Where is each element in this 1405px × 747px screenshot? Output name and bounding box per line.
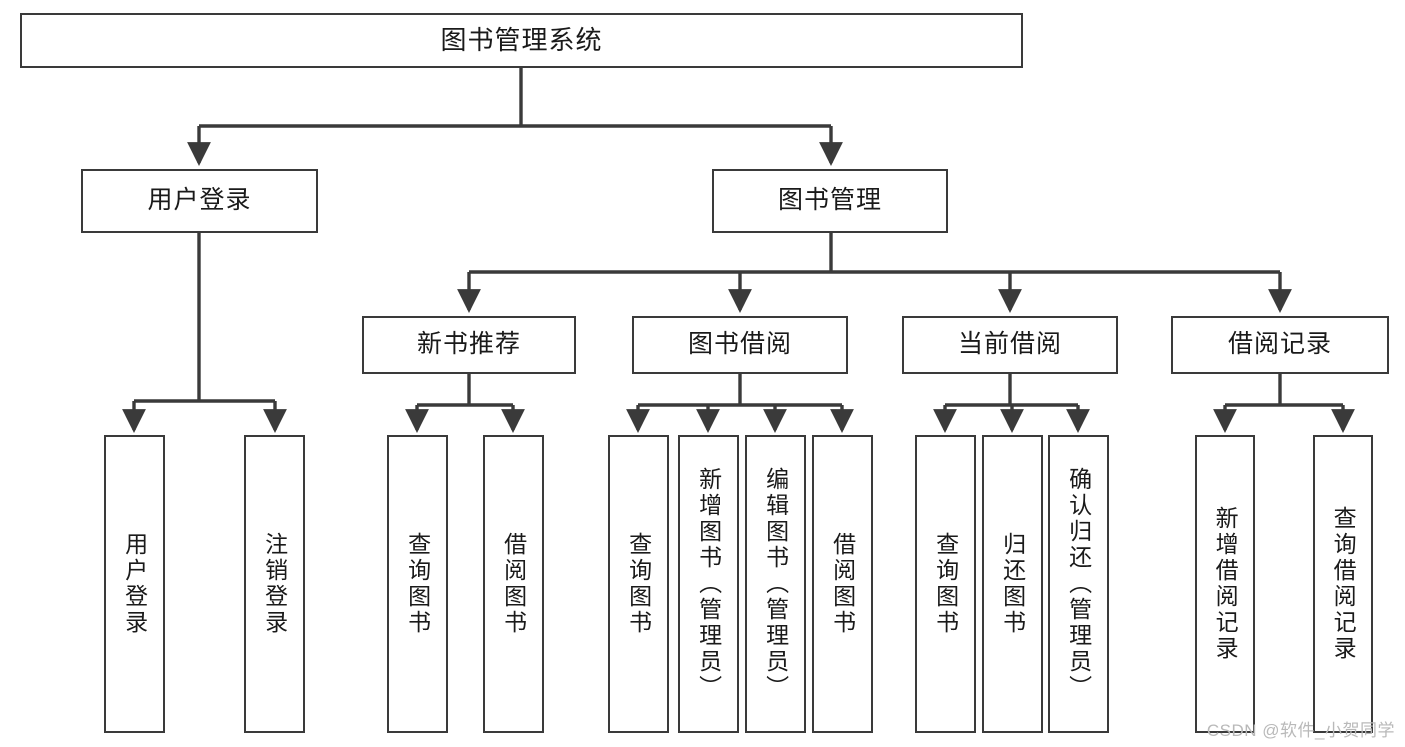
leaf-record-add-borrow-record[interactable]: 新增借阅记录 (1195, 435, 1255, 733)
node-user-login-branch-label: 用户登录 (147, 186, 252, 215)
node-book-management-branch[interactable]: 图书管理 (712, 169, 948, 233)
node-current-borrow[interactable]: 当前借阅 (902, 316, 1118, 374)
leaf-user-login-label: 用户登录 (121, 532, 148, 636)
node-new-book-recommend[interactable]: 新书推荐 (362, 316, 576, 374)
leaf-borrow-borrow-book[interactable]: 借阅图书 (812, 435, 873, 733)
leaf-current-confirm-return-admin[interactable]: 确认归还（管理员） (1048, 435, 1109, 733)
watermark: CSDN @软件_小贺同学 (1206, 721, 1395, 740)
node-root-system[interactable]: 图书管理系统 (20, 13, 1023, 68)
leaf-record-query-borrow-record-label: 查询借阅记录 (1330, 506, 1357, 662)
node-user-login-branch[interactable]: 用户登录 (81, 169, 318, 233)
leaf-user-logout[interactable]: 注销登录 (244, 435, 305, 733)
leaf-record-query-borrow-record[interactable]: 查询借阅记录 (1313, 435, 1373, 733)
leaf-borrow-edit-book-admin[interactable]: 编辑图书（管理员） (745, 435, 806, 733)
node-new-book-recommend-label: 新书推荐 (416, 330, 521, 359)
node-book-borrow-label: 图书借阅 (687, 330, 792, 359)
leaf-borrow-borrow-book-label: 借阅图书 (829, 532, 856, 636)
node-book-management-branch-label: 图书管理 (777, 186, 882, 215)
leaf-current-return-book-label: 归还图书 (999, 532, 1026, 636)
leaf-recommend-query-book-label: 查询图书 (404, 532, 431, 636)
node-current-borrow-label: 当前借阅 (957, 330, 1062, 359)
leaf-record-add-borrow-record-label: 新增借阅记录 (1212, 506, 1239, 662)
node-book-borrow[interactable]: 图书借阅 (632, 316, 848, 374)
leaf-current-return-book[interactable]: 归还图书 (982, 435, 1043, 733)
leaf-current-confirm-return-admin-label: 确认归还（管理员） (1065, 467, 1092, 701)
leaf-recommend-borrow-book-label: 借阅图书 (500, 532, 527, 636)
node-borrow-record[interactable]: 借阅记录 (1171, 316, 1389, 374)
leaf-borrow-query-book[interactable]: 查询图书 (608, 435, 669, 733)
leaf-borrow-add-book-admin[interactable]: 新增图书（管理员） (678, 435, 739, 733)
node-root-system-label: 图书管理系统 (440, 25, 603, 56)
leaf-recommend-borrow-book[interactable]: 借阅图书 (483, 435, 544, 733)
leaf-user-login[interactable]: 用户登录 (104, 435, 165, 733)
leaf-current-query-book-label: 查询图书 (932, 532, 959, 636)
leaf-recommend-query-book[interactable]: 查询图书 (387, 435, 448, 733)
leaf-current-query-book[interactable]: 查询图书 (915, 435, 976, 733)
leaf-user-logout-label: 注销登录 (261, 532, 288, 636)
leaf-borrow-query-book-label: 查询图书 (625, 532, 652, 636)
leaf-borrow-edit-book-admin-label: 编辑图书（管理员） (762, 467, 789, 701)
leaf-borrow-add-book-admin-label: 新增图书（管理员） (695, 467, 722, 701)
node-borrow-record-label: 借阅记录 (1227, 330, 1332, 359)
